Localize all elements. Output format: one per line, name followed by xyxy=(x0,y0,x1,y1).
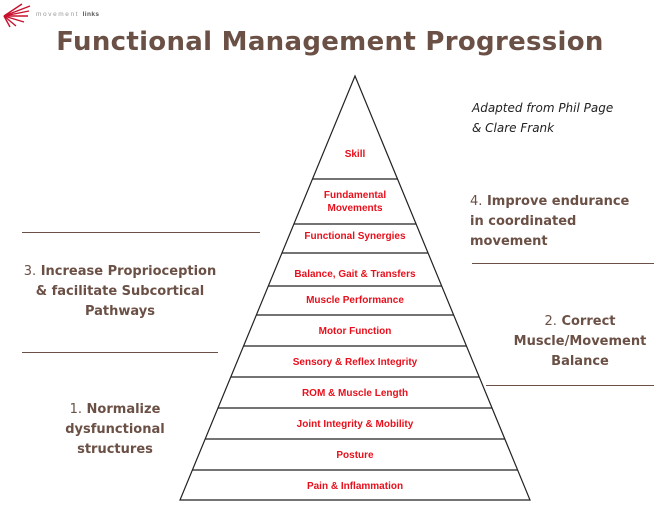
note-increase-proprioception: 3. Increase Proprioception & facilitate … xyxy=(23,264,217,319)
pyramid-tier-label: Sensory & Reflex Integrity xyxy=(255,356,455,369)
note-correct-balance: 2. Correct Muscle/Movement Balance xyxy=(513,314,647,369)
divider-left-lower xyxy=(22,352,218,353)
page-title: Functional Management Progression xyxy=(56,27,604,57)
pyramid-outline xyxy=(179,74,531,501)
pyramid-tier-label: Motor Function xyxy=(255,325,455,338)
tier-label-line: Balance, Gait & Transfers xyxy=(294,268,416,280)
tier-label-line: Sensory & Reflex Integrity xyxy=(292,356,418,368)
note-improve-endurance: 4. Improve endurance in coordinated move… xyxy=(470,194,630,249)
tier-label-line: Pain & Inflammation xyxy=(306,480,404,492)
tier-label-line: Posture xyxy=(336,449,374,461)
tier-label-line: Motor Function xyxy=(318,325,392,337)
logo-wordmark: movement links xyxy=(36,11,100,18)
tier-label-line: Muscle Performance xyxy=(306,294,404,306)
tier-label-line: Movements xyxy=(327,203,383,214)
divider-right-lower xyxy=(486,385,654,386)
tier-label-line: ROM & Muscle Length xyxy=(301,387,409,399)
credit-line-1: Adapted from Phil Page xyxy=(472,101,614,115)
pyramid-tier-label: Muscle Performance xyxy=(255,294,455,307)
pyramid-tier-label: Skill xyxy=(255,148,455,161)
tier-label-line: Functional Synergies xyxy=(304,230,406,242)
pyramid-tier-label: Posture xyxy=(255,449,455,462)
divider-right-upper xyxy=(472,263,654,264)
tier-label-line: Joint Integrity & Mobility xyxy=(296,418,414,430)
divider-left-upper xyxy=(22,232,260,233)
credit-line-2: & Clare Frank xyxy=(472,121,555,135)
pyramid-tier-label: Balance, Gait & Transfers xyxy=(255,268,455,281)
starburst-logo-icon xyxy=(3,3,31,28)
pyramid-tier-label: Functional Synergies xyxy=(255,230,455,243)
credit-note: Adapted from Phil Page & Clare Frank xyxy=(472,98,642,138)
note-normalize-structures: 1. Normalize dysfunctional structures xyxy=(65,402,165,457)
pyramid-tier-label: ROM & Muscle Length xyxy=(255,387,455,400)
pyramid-tier-label: Pain & Inflammation xyxy=(255,480,455,493)
pyramid-tier-label: Joint Integrity & Mobility xyxy=(255,418,455,431)
logo: movement links xyxy=(0,2,140,28)
tier-label-line: Fundamental xyxy=(323,190,387,201)
tier-label-line: Skill xyxy=(344,148,366,160)
